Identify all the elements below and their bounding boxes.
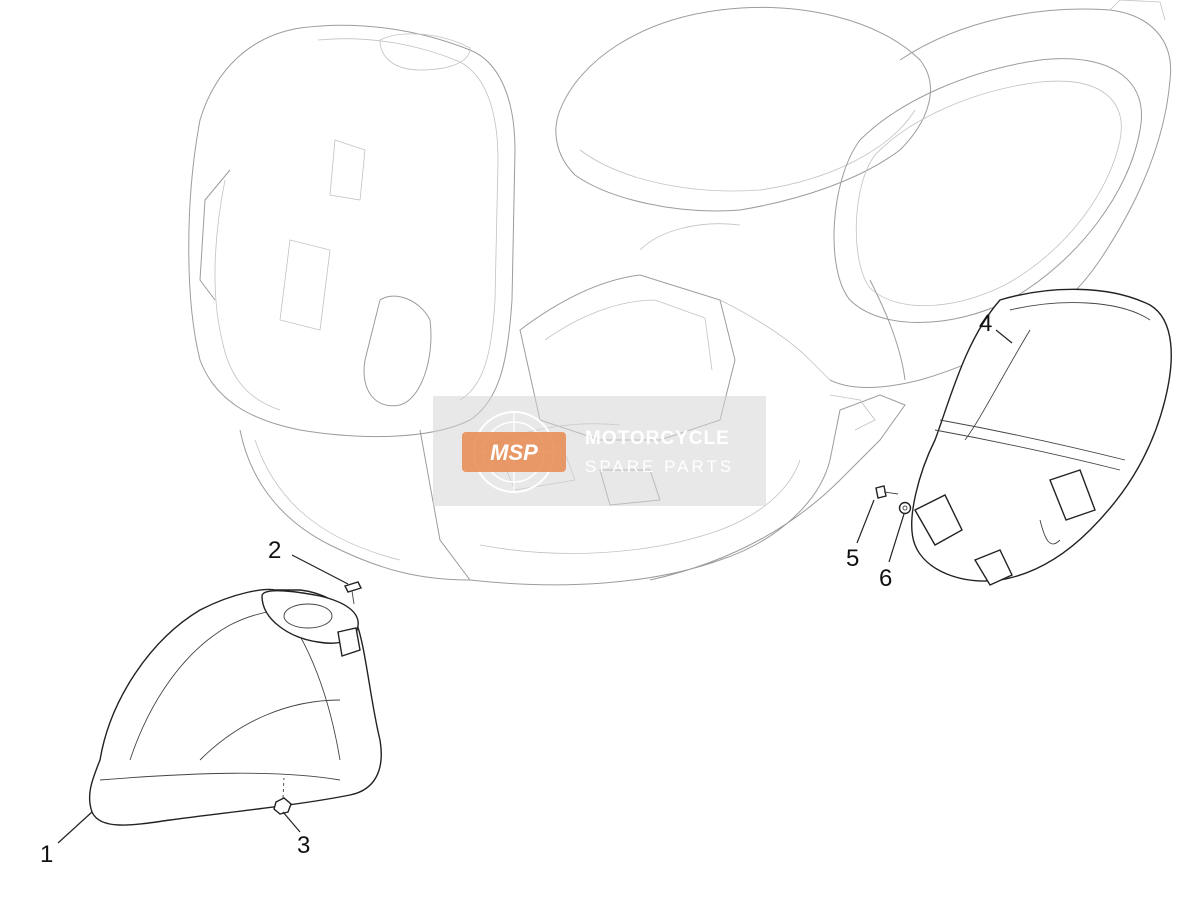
callout-labels: 1 2 3 4 5 6 [40, 310, 992, 868]
watermark-line-1: MOTORCYCLE [585, 428, 730, 449]
watermark-line-2: SPARE PARTS [585, 457, 734, 476]
callout-4: 4 [979, 310, 992, 337]
callout-1: 1 [40, 841, 53, 868]
watermark-logo-text: MSP [490, 440, 538, 465]
nut-part-3 [273, 777, 292, 815]
leader-lines [57, 329, 1013, 844]
leader-2 [291, 554, 349, 585]
front-mudguard [88, 588, 382, 826]
leader-1 [57, 811, 93, 844]
callout-3: 3 [297, 832, 310, 859]
watermark-logo-badge [462, 432, 566, 472]
leader-6 [888, 513, 905, 563]
leader-3 [282, 811, 301, 833]
watermark: MSP MOTORCYCLE SPARE PARTS [433, 396, 766, 506]
leader-5 [856, 499, 875, 544]
rear-mudguard [911, 288, 1172, 586]
callout-6: 6 [879, 565, 892, 592]
callout-2: 2 [268, 537, 281, 564]
leader-4 [995, 329, 1013, 344]
screw-part-2 [344, 581, 362, 605]
washer-part-6 [898, 501, 912, 515]
callout-5: 5 [846, 545, 859, 572]
screw-part-5 [875, 485, 899, 499]
